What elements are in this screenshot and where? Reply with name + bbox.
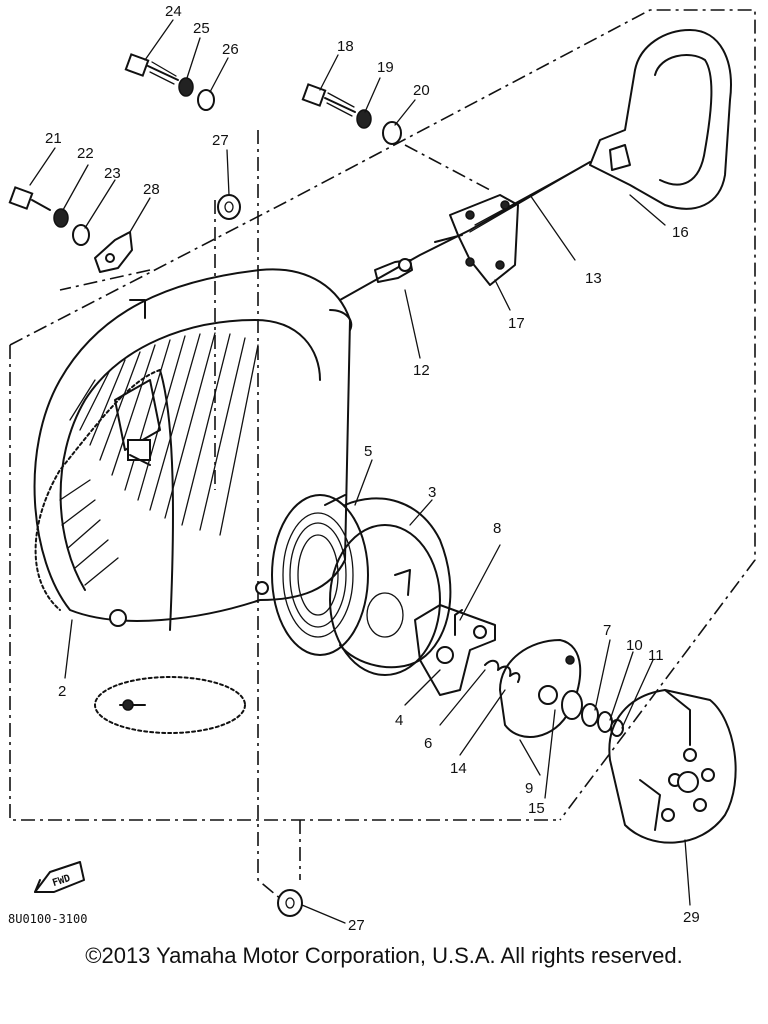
callout-4: 4 (395, 712, 403, 729)
callout-24: 24 (165, 3, 182, 20)
case-fins (59, 332, 259, 586)
callout-18: 18 (337, 38, 354, 55)
rope-guide (434, 194, 519, 286)
callout-21: 21 (45, 130, 62, 147)
pawl (414, 604, 496, 696)
callout-15: 15 (528, 800, 545, 817)
callout-25: 25 (193, 20, 210, 37)
callout-2: 2 (58, 683, 66, 700)
callout-labels: 24 25 26 18 19 20 21 22 23 27 28 16 13 1… (45, 3, 700, 934)
leader-lines (29, 19, 691, 924)
callout-13: 13 (585, 270, 602, 287)
bolt-21 (8, 186, 51, 211)
callout-17: 17 (508, 315, 525, 332)
nut-27-bottom (277, 889, 303, 917)
pulley-cover (608, 689, 737, 844)
gasket (34, 369, 246, 734)
callout-29: 29 (683, 909, 700, 926)
washers-25-26 (178, 77, 215, 111)
starter-case (33, 268, 353, 627)
starter-handle (589, 29, 732, 210)
callout-3: 3 (428, 484, 436, 501)
callout-28: 28 (143, 181, 160, 198)
callout-7: 7 (603, 622, 611, 639)
callout-27-top: 27 (212, 132, 229, 149)
shaft-washers (561, 690, 624, 737)
callout-19: 19 (377, 59, 394, 76)
drawing-code: 8U0100-3100 (8, 912, 87, 926)
nut-27-top (217, 194, 241, 220)
callout-10: 10 (626, 637, 643, 654)
callout-11: 11 (648, 647, 664, 664)
assembly-boundary (9, 9, 756, 906)
callout-23: 23 (104, 165, 121, 182)
callout-22: 22 (77, 145, 94, 162)
callout-12: 12 (413, 362, 430, 379)
callout-5: 5 (364, 443, 372, 460)
callout-20: 20 (413, 82, 430, 99)
callout-8: 8 (493, 520, 501, 537)
exploded-parts-diagram: 24 25 26 18 19 20 21 22 23 27 28 16 13 1… (8, 3, 756, 934)
callout-9: 9 (525, 780, 533, 797)
callout-6: 6 (424, 735, 432, 752)
bolt-24 (124, 53, 179, 85)
callout-26: 26 (222, 41, 239, 58)
callout-27-bottom: 27 (348, 917, 365, 934)
rope-grommet (374, 258, 413, 283)
washers-22-23 (53, 208, 90, 246)
fwd-label: FWD (51, 873, 72, 889)
washers-19-20 (356, 109, 402, 145)
fwd-arrow: FWD (34, 861, 85, 893)
friction-plate (499, 639, 582, 738)
callout-14: 14 (450, 760, 467, 777)
drive-plate (271, 494, 452, 676)
bolt-18 (301, 83, 356, 117)
bracket-28 (94, 231, 133, 273)
callout-16: 16 (672, 224, 689, 241)
copyright-notice: ©2013 Yamaha Motor Corporation, U.S.A. A… (85, 943, 683, 968)
